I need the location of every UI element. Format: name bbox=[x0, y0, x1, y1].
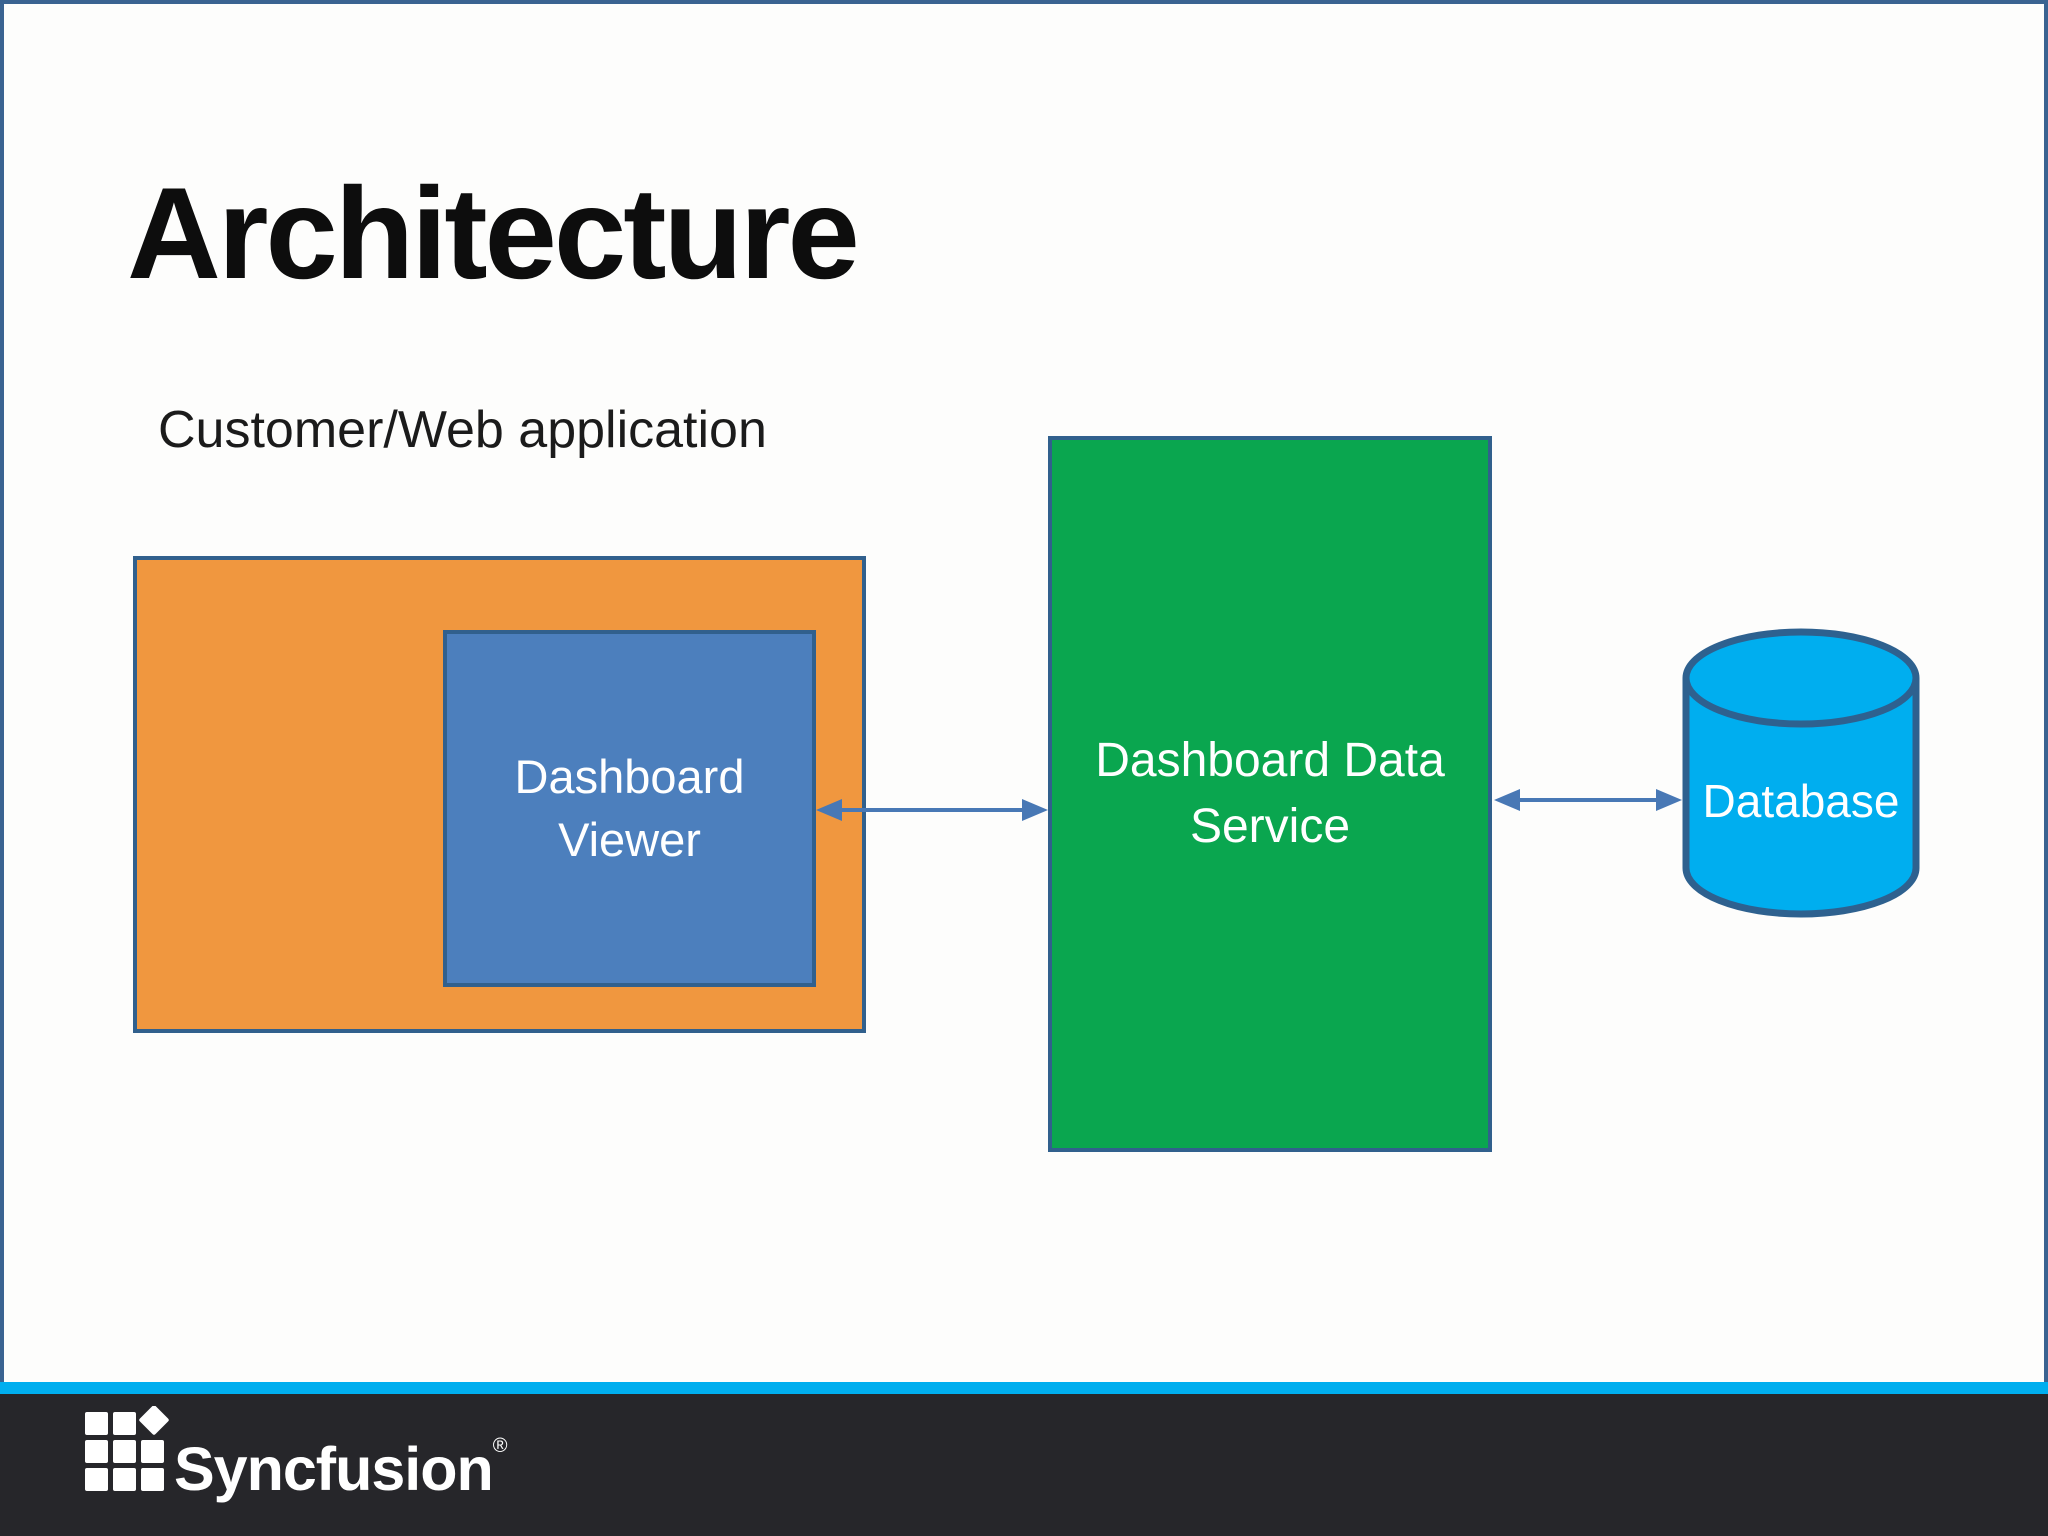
syncfusion-grid-icon bbox=[85, 1406, 169, 1491]
data-service-box: Dashboard Data Service bbox=[1048, 436, 1492, 1152]
database-label: Database bbox=[1702, 775, 1900, 827]
database-cylinder-icon bbox=[1682, 628, 1920, 918]
service-database-arrow bbox=[1494, 789, 1682, 811]
page-title: Architecture bbox=[127, 160, 860, 306]
customer-web-application-label: Customer/Web application bbox=[158, 401, 767, 459]
viewer-service-arrow bbox=[816, 799, 1048, 821]
dashboard-viewer-box: Dashboard Viewer bbox=[443, 630, 816, 987]
data-service-label: Dashboard Data Service bbox=[1095, 733, 1445, 853]
footer-accent-stripe bbox=[0, 1382, 2048, 1394]
brand-name: Syncfusion bbox=[174, 1435, 494, 1504]
database-label-wrap: Database bbox=[1682, 628, 1920, 922]
footer-bar: Syncfusion® bbox=[0, 1394, 2048, 1536]
registered-trademark: ® bbox=[492, 1435, 508, 1458]
dashboard-viewer-label: Dashboard Viewer bbox=[514, 750, 745, 866]
syncfusion-wordmark: Syncfusion® bbox=[174, 1435, 508, 1500]
syncfusion-logo: Syncfusion® bbox=[85, 1406, 508, 1500]
